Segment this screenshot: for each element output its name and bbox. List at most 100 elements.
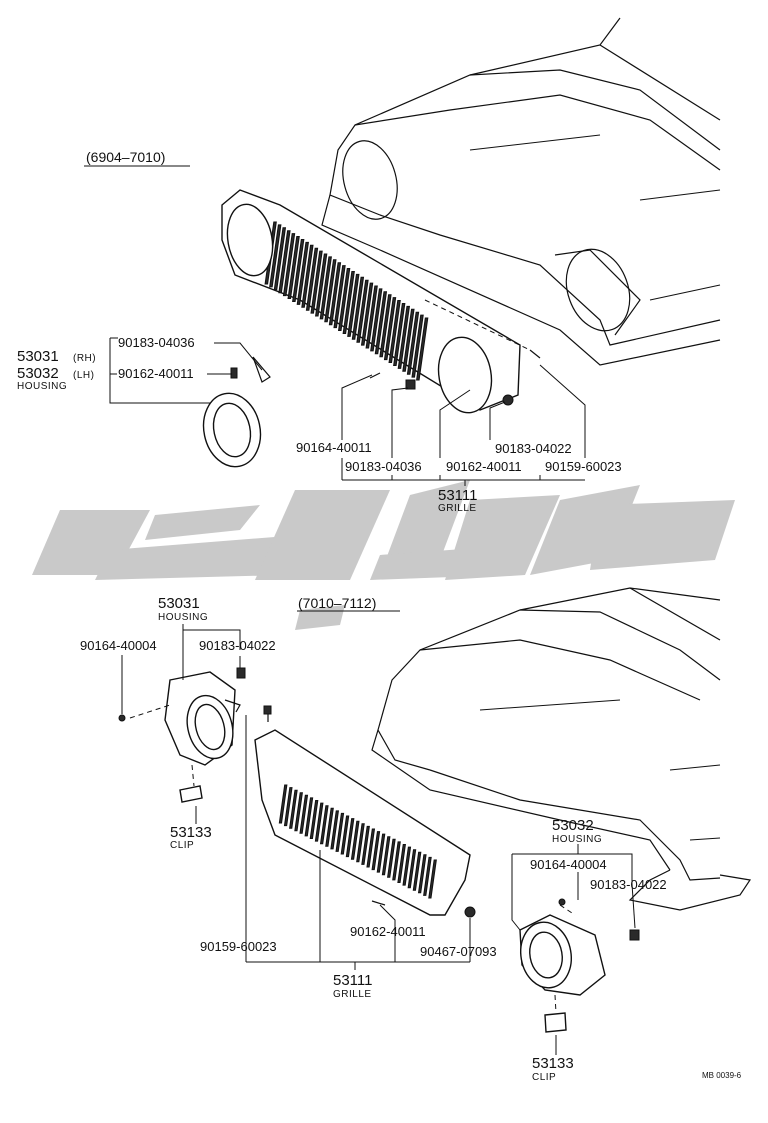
watermark-logo <box>32 480 735 630</box>
grille-rib <box>406 311 420 375</box>
grille-rib <box>282 233 296 297</box>
grille-rib <box>402 846 412 886</box>
label-upper-housing: HOUSING <box>17 381 67 392</box>
grille-rib <box>360 282 374 346</box>
upper-car-body <box>321 17 721 366</box>
range-upper: (6904–7010) <box>86 149 165 165</box>
label-right-clip-no: 53133 <box>532 1055 574 1072</box>
lower-left-housing <box>118 667 246 803</box>
grille-rib <box>324 259 337 323</box>
grille-rib <box>383 297 397 361</box>
label-right-screw: 90164-40004 <box>530 857 607 872</box>
label-left-nut: 90183-04022 <box>199 638 276 653</box>
grille-rib <box>337 268 351 331</box>
label-grille-screw: 90159-60023 <box>200 939 277 954</box>
grille-rib <box>423 856 432 896</box>
grille-rib <box>301 244 314 308</box>
grille-rib <box>319 805 329 845</box>
grille-rib <box>392 841 401 881</box>
grille-rib <box>283 787 293 827</box>
grille-rib <box>397 305 411 369</box>
grille-rib <box>412 851 422 891</box>
grille-rib <box>411 314 424 378</box>
lower-labels: (7010–7112) 53031 HOUSING 90164-40004 90… <box>80 595 742 1083</box>
grille-rib <box>356 279 369 343</box>
grille-rib <box>371 831 381 871</box>
upper-labels: (6904–7010) 90183-04036 53031 (RH) 53032… <box>17 149 622 514</box>
grille-rib <box>278 230 291 294</box>
upper-grille <box>221 189 531 414</box>
grille-rib <box>366 828 376 868</box>
grille-rib <box>417 854 427 894</box>
grille-rib <box>340 815 350 855</box>
label-right-housing-no: 53032 <box>552 817 594 834</box>
reference-code: MB 0039-6 <box>702 1071 742 1080</box>
grille-rib <box>345 818 355 858</box>
grille-rib <box>305 247 319 311</box>
label-left-screw: 90164-40004 <box>80 638 157 653</box>
grille-rib <box>294 792 303 832</box>
label-left-housing: HOUSING <box>158 612 208 623</box>
label-upper-grille: GRILLE <box>438 503 477 514</box>
grille-rib <box>278 784 288 824</box>
label-upper-screw-a: 90183-04036 <box>118 335 195 350</box>
label-left-clip-no: 53133 <box>170 824 212 841</box>
grille-rib <box>304 797 314 837</box>
grille-rib <box>335 812 345 852</box>
label-lower-grille-no: 53111 <box>333 972 373 989</box>
label-upper-p2: 90183-04036 <box>345 459 422 474</box>
label-upper-housing-rh: 53031 <box>17 348 59 365</box>
grille-rib <box>328 262 342 326</box>
grille-rib <box>374 291 388 355</box>
grille-rib <box>356 823 365 863</box>
grille-rib <box>388 300 401 363</box>
label-upper-p1: 90164-40011 <box>296 440 372 455</box>
label-upper-housing-lh: 53032 <box>17 365 59 382</box>
label-upper-p3: 90162-40011 <box>446 459 522 474</box>
grille-rib <box>376 833 386 873</box>
grille-rib <box>428 859 437 899</box>
label-upper-screw-b: 90162-40011 <box>118 366 194 381</box>
range-lower: (7010–7112) <box>298 595 376 611</box>
upper-leaders <box>84 165 586 486</box>
lower-leaders <box>121 610 636 1055</box>
grille-rib <box>397 844 406 883</box>
label-grille-p2: 90467-07093 <box>420 944 497 959</box>
label-right-nut: 90183-04022 <box>590 877 667 892</box>
grille-rib <box>333 265 346 329</box>
grille-rib <box>310 250 323 314</box>
grille-rib <box>287 236 300 299</box>
grille-rib <box>407 849 417 889</box>
grille-rib <box>361 825 370 865</box>
label-upper-p4: 90183-04022 <box>495 441 572 456</box>
lower-grille <box>254 705 471 916</box>
grille-rib <box>314 802 324 842</box>
grille-rib <box>370 288 383 352</box>
grille-rib <box>350 820 360 860</box>
grille-rib <box>387 838 396 878</box>
grille-rib <box>269 224 282 288</box>
label-upper-grille-no: 53111 <box>438 487 478 504</box>
label-lower-grille: GRILLE <box>333 989 372 1000</box>
grille-rib <box>393 303 406 366</box>
grille-rib <box>309 800 319 839</box>
grille-rib <box>381 836 391 876</box>
grille-rib <box>342 271 355 334</box>
label-upper-p5: 90159-60023 <box>545 459 622 474</box>
grille-rib <box>273 227 287 291</box>
grille-rib <box>289 789 298 829</box>
grille-rib <box>347 273 360 337</box>
label-upper-rh: (RH) <box>73 353 96 364</box>
grille-rib <box>379 294 392 358</box>
label-upper-lh: (LH) <box>73 370 94 381</box>
grille-rib <box>325 807 334 847</box>
label-right-housing: HOUSING <box>552 834 602 845</box>
grille-rib <box>315 253 328 317</box>
lower-car-body <box>371 587 752 911</box>
label-left-housing-no: 53031 <box>158 595 200 612</box>
label-left-clip: CLIP <box>170 840 194 851</box>
lower-right-housing <box>371 898 640 1033</box>
grille-rib <box>292 239 305 302</box>
